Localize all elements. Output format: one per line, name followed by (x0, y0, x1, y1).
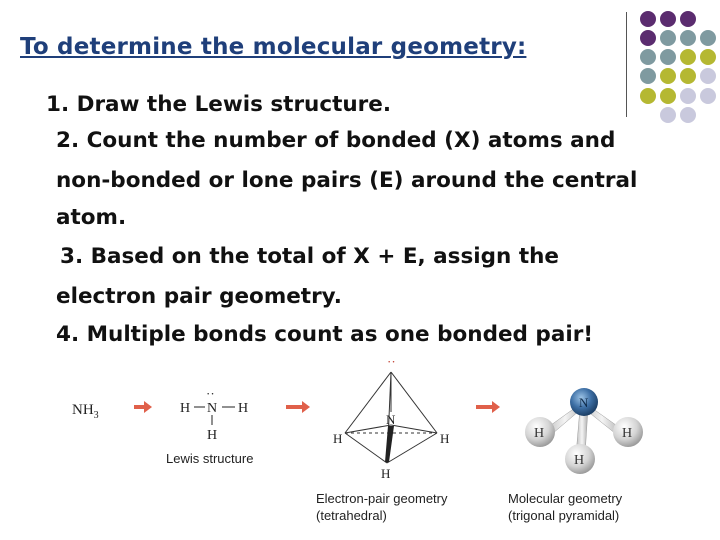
electron-pair-caption: Electron-pair geometry (316, 491, 448, 506)
step-2-cont: non-bonded or lone pairs (E) around the … (56, 168, 638, 193)
svg-text:H: H (207, 428, 217, 443)
ball-and-stick-model: N H H H (525, 388, 643, 474)
svg-text:H: H (440, 431, 449, 446)
svg-text:N: N (386, 412, 396, 427)
step-2: 2. Count the number of bonded (X) atoms … (56, 128, 616, 153)
svg-text:N: N (207, 401, 217, 416)
decorative-dot (680, 11, 696, 27)
svg-text:··: ·· (206, 386, 215, 401)
svg-text:H: H (574, 453, 584, 468)
svg-text:H: H (622, 426, 632, 441)
decorative-dot (660, 30, 676, 46)
svg-text:H: H (333, 431, 342, 446)
slide-title: To determine the molecular geometry: (20, 34, 527, 60)
arrow-icon (476, 401, 500, 413)
decorative-dot (640, 68, 656, 84)
decorative-dot (660, 11, 676, 27)
step-3: 3. Based on the total of X + E, assign t… (60, 244, 559, 269)
lewis-structure: ·· H N H H (180, 386, 248, 443)
step-3-cont: electron pair geometry. (56, 284, 342, 309)
svg-text:H: H (381, 466, 390, 481)
nh3-geometry-figure: NH3 ·· H N H H Lewis structure (72, 355, 643, 523)
decorative-divider (626, 12, 627, 117)
decorative-dot (640, 11, 656, 27)
lewis-caption: Lewis structure (166, 451, 253, 466)
molecular-subcaption: (trigonal pyramidal) (508, 508, 619, 523)
decorative-dot (640, 49, 656, 65)
decorative-dot (640, 88, 656, 104)
molecular-caption: Molecular geometry (508, 491, 623, 506)
decorative-dot (660, 88, 676, 104)
formula-nh3: NH3 (72, 402, 99, 421)
decorative-dot (680, 88, 696, 104)
decorative-dot (680, 107, 696, 123)
decorative-dot (640, 30, 656, 46)
electron-pair-subcaption: (tetrahedral) (316, 508, 387, 523)
step-1: 1. Draw the Lewis structure. (46, 92, 392, 117)
decorative-dot (700, 68, 716, 84)
arrow-icon (134, 401, 152, 413)
svg-text:N: N (579, 395, 589, 410)
decorative-dot (680, 49, 696, 65)
step-2-end: atom. (56, 205, 127, 230)
decorative-dot (660, 68, 676, 84)
arrow-icon (286, 401, 310, 413)
decorative-dot (700, 49, 716, 65)
decorative-dot (700, 30, 716, 46)
svg-text:H: H (238, 401, 248, 416)
decorative-dot (700, 88, 716, 104)
svg-text:··: ·· (387, 355, 396, 369)
decorative-dot (660, 49, 676, 65)
tetrahedral-diagram: ·· N H H H (333, 355, 449, 481)
decorative-dot (680, 30, 696, 46)
decorative-dot (680, 68, 696, 84)
decorative-dot (660, 107, 676, 123)
svg-text:H: H (534, 426, 544, 441)
step-4: 4. Multiple bonds count as one bonded pa… (56, 322, 594, 347)
svg-text:H: H (180, 401, 190, 416)
